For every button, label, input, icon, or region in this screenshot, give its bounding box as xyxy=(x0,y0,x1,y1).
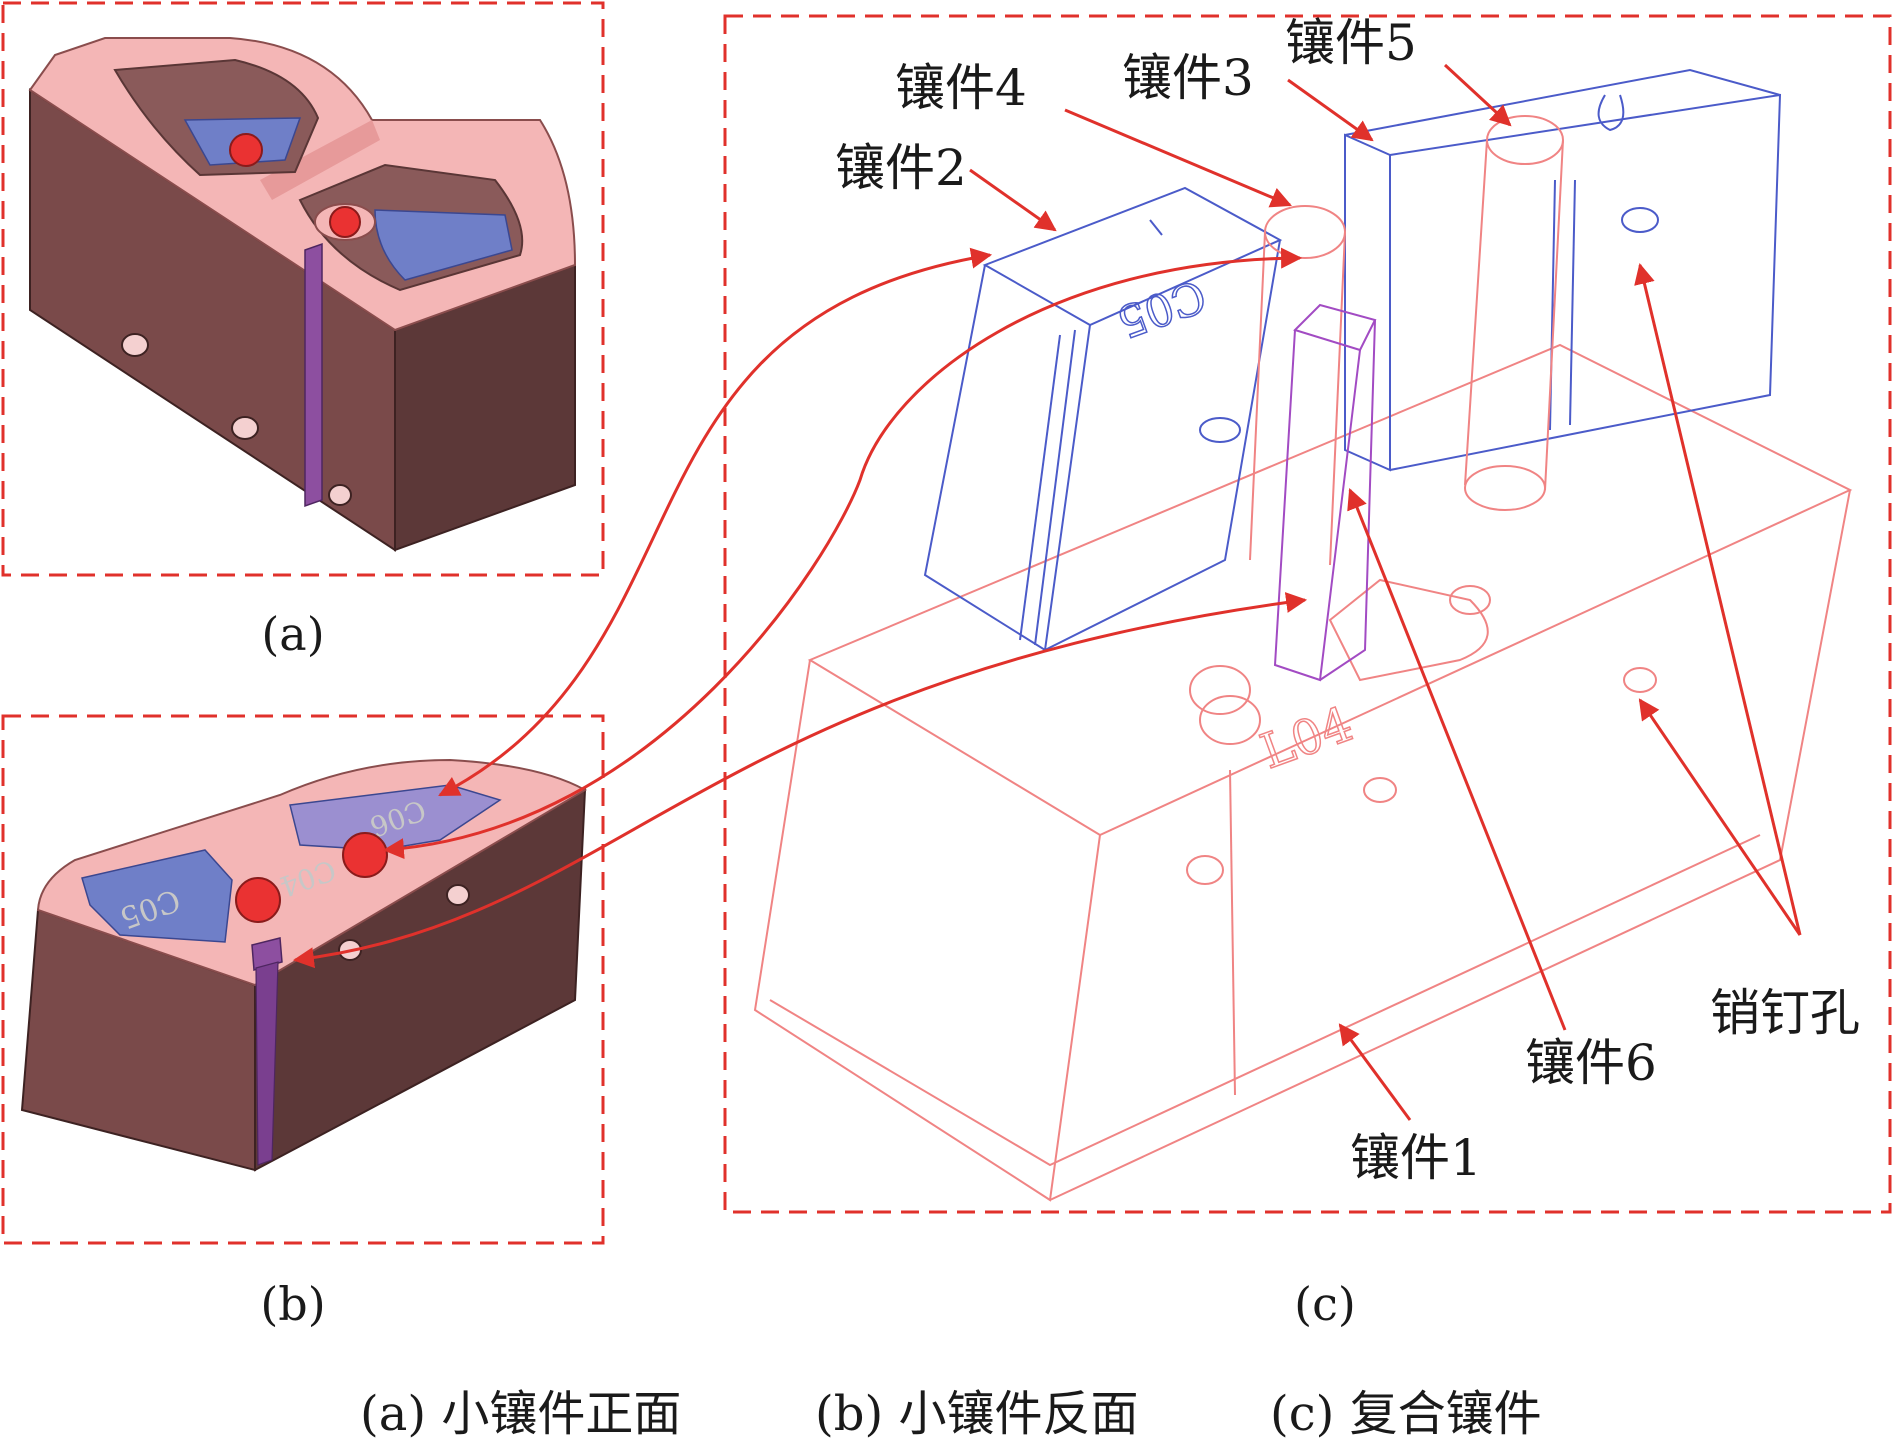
callout-insert-4: 镶件4 xyxy=(895,59,1027,117)
caption-b: (b) 小镶件反面 xyxy=(815,1386,1138,1442)
small-insert-front-illustration xyxy=(28,37,577,552)
insert-1-wireframe xyxy=(753,343,1853,1202)
callout-insert-1: 镶件1 xyxy=(1350,1129,1482,1187)
callout-pin-hole: 销钉孔 xyxy=(1710,984,1860,1042)
panel-a: (a) xyxy=(1,1,605,661)
panel-c-label: (c) xyxy=(1294,1277,1356,1331)
insert-6-wireframe xyxy=(1273,303,1377,682)
callout-insert-6: 镶件6 xyxy=(1525,1034,1657,1092)
figure-caption: (a) 小镶件正面 (b) 小镶件反面 (c) 复合镶件 xyxy=(360,1386,1542,1442)
engraving-l04: L04 xyxy=(1254,696,1361,780)
panel-a-label: (a) xyxy=(261,607,324,661)
callout-insert-3: 镶件3 xyxy=(1122,49,1254,107)
caption-a: (a) 小镶件正面 xyxy=(360,1386,681,1442)
insert-5-wireframe xyxy=(1464,115,1564,511)
small-insert-back-illustration: C05 C06 C04 xyxy=(20,758,588,1172)
insert-3-wireframe xyxy=(1344,68,1782,472)
panel-c: L04 C05 xyxy=(292,14,1892,1331)
panel-b: C05 C06 C04 (b) xyxy=(1,714,605,1331)
panel-b-label: (b) xyxy=(260,1277,325,1331)
callout-insert-2: 镶件2 xyxy=(835,139,967,197)
callout-insert-5: 镶件5 xyxy=(1285,14,1417,72)
caption-c: (c) 复合镶件 xyxy=(1270,1386,1542,1442)
callout-arrows xyxy=(292,63,1802,1121)
panel-b-frame xyxy=(1,714,605,1245)
